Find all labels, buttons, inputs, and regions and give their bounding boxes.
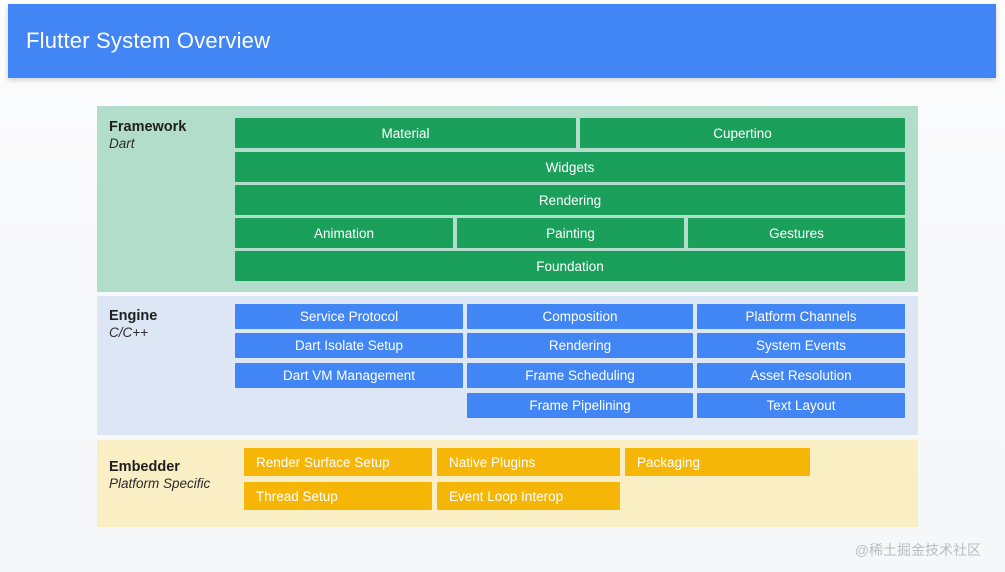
component-box-animation[interactable]: Animation xyxy=(235,218,453,248)
layer-label-engine: Engine C/C++ xyxy=(109,307,157,342)
component-box-label: Rendering xyxy=(548,338,612,353)
component-box-cupertino[interactable]: Cupertino xyxy=(580,118,905,148)
component-box-widgets[interactable]: Widgets xyxy=(235,152,905,182)
component-box-event-loop-interop[interactable]: Event Loop Interop xyxy=(437,482,620,510)
layer-label-embedder: Embedder Platform Specific xyxy=(109,458,210,493)
component-box-frame-pipelining[interactable]: Frame Pipelining xyxy=(467,393,693,418)
component-box-system-events[interactable]: System Events xyxy=(697,333,905,358)
component-box-asset-resolution[interactable]: Asset Resolution xyxy=(697,363,905,388)
layer-panel-engine: Engine C/C++ Service Protocol Composition… xyxy=(97,296,918,435)
component-box-platform-channels[interactable]: Platform Channels xyxy=(697,304,905,329)
component-box-label: Render Surface Setup xyxy=(256,454,390,470)
component-box-label: Asset Resolution xyxy=(750,368,852,383)
component-box-label: Text Layout xyxy=(766,398,836,413)
component-box-dart-vm-management[interactable]: Dart VM Management xyxy=(235,363,463,388)
component-box-service-protocol[interactable]: Service Protocol xyxy=(235,304,463,329)
component-box-label: Frame Pipelining xyxy=(529,398,631,413)
component-box-frame-scheduling[interactable]: Frame Scheduling xyxy=(467,363,693,388)
title-bar: Flutter System Overview xyxy=(8,4,996,78)
component-box-foundation[interactable]: Foundation xyxy=(235,251,905,281)
component-box-label: Service Protocol xyxy=(299,309,399,324)
layer-name-embedder: Embedder xyxy=(109,459,180,475)
component-box-label: Dart Isolate Setup xyxy=(294,338,404,353)
component-box-label: Platform Channels xyxy=(745,309,857,324)
component-box-label: Gestures xyxy=(769,225,824,241)
layer-name-framework: Framework xyxy=(109,119,187,135)
component-box-label: Animation xyxy=(313,225,375,241)
component-box-label: Rendering xyxy=(538,192,602,208)
component-box-label: Composition xyxy=(542,309,618,324)
component-box-native-plugins[interactable]: Native Plugins xyxy=(437,448,620,476)
component-box-dart-isolate-setup[interactable]: Dart Isolate Setup xyxy=(235,333,463,358)
component-box-label: Material xyxy=(381,125,430,141)
layer-label-framework: Framework Dart xyxy=(109,118,186,153)
watermark: @稀土掘金技术社区 xyxy=(854,542,981,558)
component-box-material[interactable]: Material xyxy=(235,118,576,148)
component-box-label: Widgets xyxy=(545,159,595,175)
component-box-rendering[interactable]: Rendering xyxy=(235,185,905,215)
layer-sublabel-framework: Dart xyxy=(109,136,135,152)
component-box-label: Cupertino xyxy=(713,125,772,141)
component-box-composition[interactable]: Composition xyxy=(467,304,693,329)
component-box-label: System Events xyxy=(755,338,847,353)
component-box-rendering[interactable]: Rendering xyxy=(467,333,693,358)
component-box-label: Foundation xyxy=(536,258,604,274)
component-box-painting[interactable]: Painting xyxy=(457,218,684,248)
component-box-thread-setup[interactable]: Thread Setup xyxy=(244,482,432,510)
component-box-label: Painting xyxy=(546,225,595,241)
layer-panel-embedder: Embedder Platform Specific Render Surfac… xyxy=(97,440,918,527)
component-box-render-surface-setup[interactable]: Render Surface Setup xyxy=(244,448,432,476)
component-box-packaging[interactable]: Packaging xyxy=(625,448,810,476)
component-box-label: Event Loop Interop xyxy=(449,488,564,504)
component-box-text-layout[interactable]: Text Layout xyxy=(697,393,905,418)
layer-sublabel-engine: C/C++ xyxy=(109,325,149,341)
layer-name-engine: Engine xyxy=(109,308,158,324)
component-box-label: Packaging xyxy=(637,454,701,470)
component-box-label: Thread Setup xyxy=(256,488,338,504)
component-box-label: Frame Scheduling xyxy=(525,368,635,383)
component-box-label: Dart VM Management xyxy=(282,368,416,383)
component-box-label: Native Plugins xyxy=(449,454,536,470)
page-title: Flutter System Overview xyxy=(26,28,271,53)
layer-sublabel-embedder: Platform Specific xyxy=(109,476,211,492)
component-box-gestures[interactable]: Gestures xyxy=(688,218,905,248)
